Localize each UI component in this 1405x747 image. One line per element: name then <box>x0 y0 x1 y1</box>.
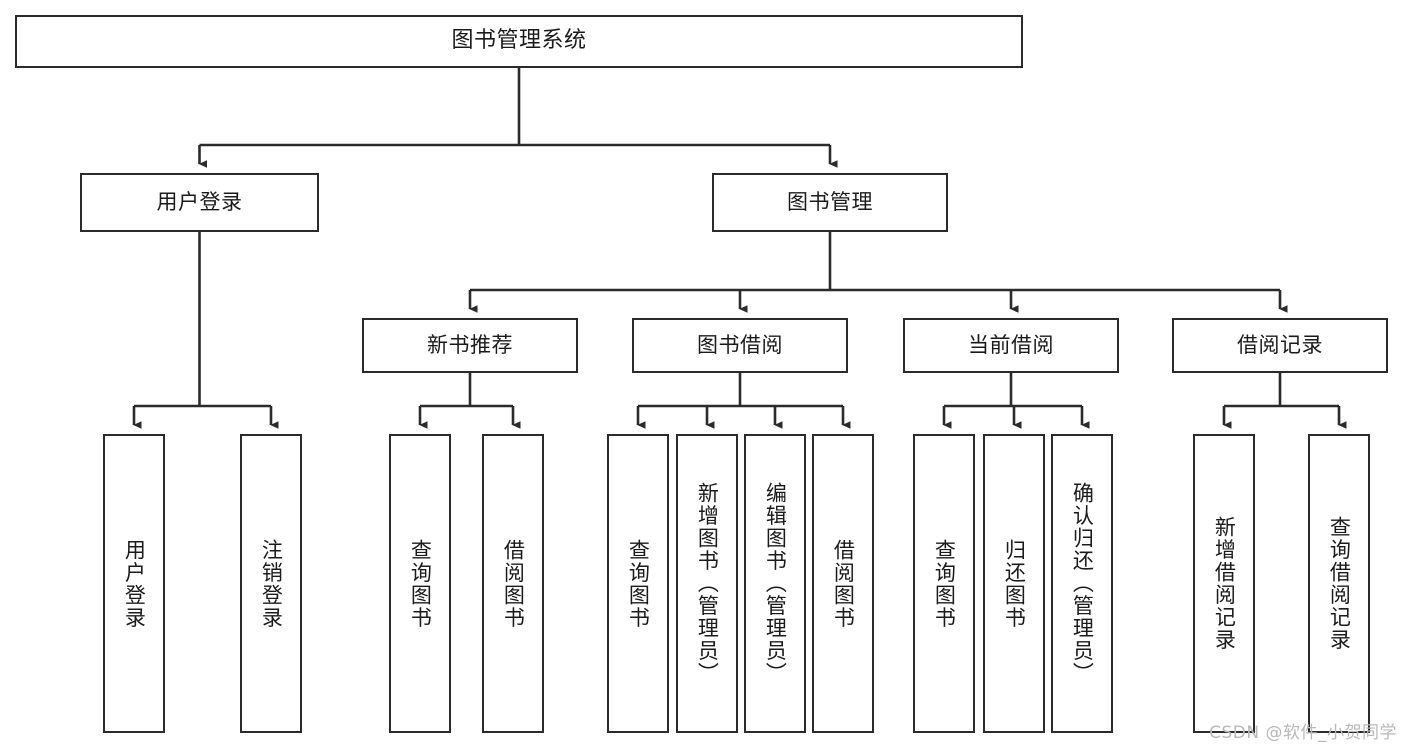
node-label: 新增图书（管理员） <box>695 482 720 685</box>
node-label: 查询图书 <box>932 538 957 629</box>
node-current[interactable]: 当前借阅 <box>903 318 1119 373</box>
node-newbook[interactable]: 新书推荐 <box>362 318 578 373</box>
node-l-bor-1[interactable]: 查询图书 <box>607 434 669 733</box>
node-l-new-2[interactable]: 借阅图书 <box>482 434 544 733</box>
node-l-bor-3[interactable]: 编辑图书（管理员） <box>744 434 806 733</box>
node-label: 借阅图书 <box>831 538 856 629</box>
node-l-cur-3[interactable]: 确认归还（管理员） <box>1051 434 1113 733</box>
node-label: 图书管理系统 <box>451 28 587 54</box>
node-l-login-2[interactable]: 注销登录 <box>240 434 302 733</box>
node-l-cur-1[interactable]: 查询图书 <box>913 434 975 733</box>
node-l-login-1[interactable]: 用户登录 <box>103 434 165 733</box>
node-label: 编辑图书（管理员） <box>763 482 788 685</box>
node-label: 新书推荐 <box>427 332 513 357</box>
node-l-rec-1[interactable]: 新增借阅记录 <box>1193 434 1255 733</box>
node-label: 用户登录 <box>156 189 243 214</box>
node-label: 查询借阅记录 <box>1327 516 1352 651</box>
node-l-new-1[interactable]: 查询图书 <box>389 434 451 733</box>
node-label: 图书管理 <box>787 189 873 214</box>
node-label: 用户登录 <box>122 538 147 629</box>
node-l-rec-2[interactable]: 查询借阅记录 <box>1308 434 1370 733</box>
node-label: 注销登录 <box>259 538 284 629</box>
node-label: 图书借阅 <box>697 332 783 357</box>
node-label: 查询图书 <box>408 538 433 629</box>
node-label: 查询图书 <box>626 538 651 629</box>
node-login[interactable]: 用户登录 <box>80 173 319 232</box>
node-borrow[interactable]: 图书借阅 <box>632 318 848 373</box>
node-l-bor-4[interactable]: 借阅图书 <box>812 434 874 733</box>
node-records[interactable]: 借阅记录 <box>1172 318 1388 373</box>
node-label: 归还图书 <box>1002 538 1027 629</box>
node-label: 借阅图书 <box>501 538 526 629</box>
node-root[interactable]: 图书管理系统 <box>15 15 1023 68</box>
node-label: 确认归还（管理员） <box>1070 482 1095 685</box>
node-bookmgmt[interactable]: 图书管理 <box>712 173 948 232</box>
node-l-bor-2[interactable]: 新增图书（管理员） <box>676 434 738 733</box>
watermark-text: CSDN @软件_小贺同学 <box>1209 723 1397 743</box>
node-label: 借阅记录 <box>1237 332 1323 357</box>
node-label: 当前借阅 <box>968 332 1054 357</box>
node-label: 新增借阅记录 <box>1212 516 1237 651</box>
node-l-cur-2[interactable]: 归还图书 <box>983 434 1045 733</box>
